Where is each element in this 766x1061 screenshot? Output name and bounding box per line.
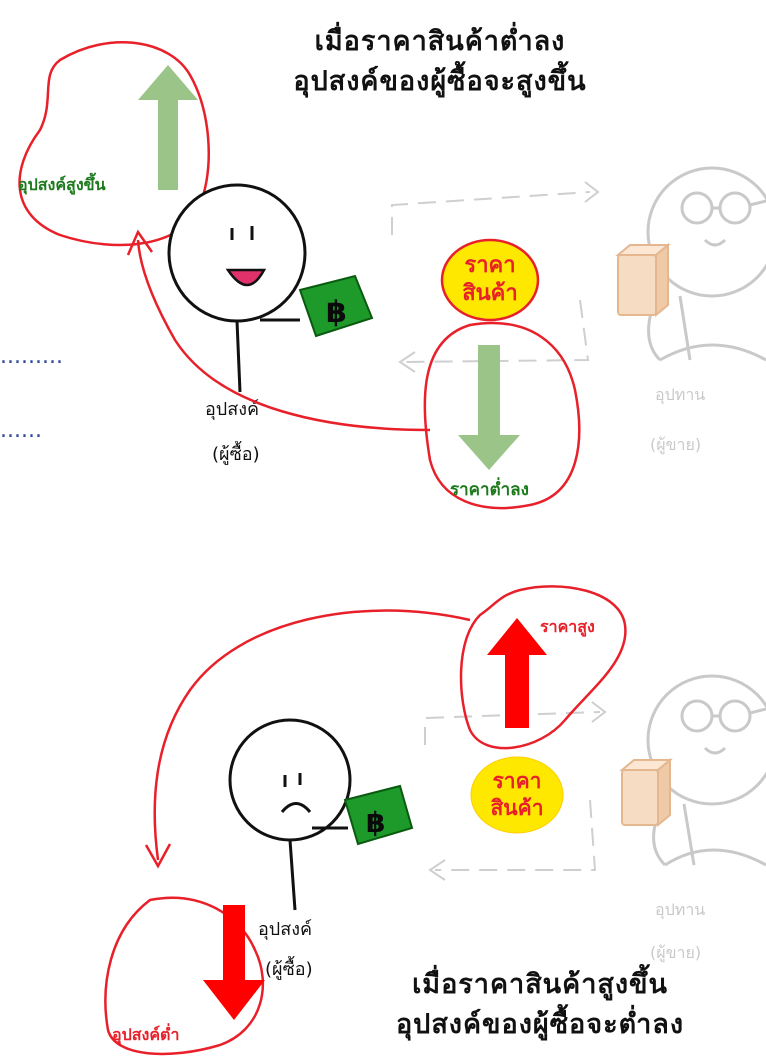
top-panel: ......... ...... อุปสงค์สูงขึ้น ฿ อุปสงค… [0, 41, 766, 510]
top-caption-line2: อุปสงค์ของผู้ซื้อจะสูงขึ้น [293, 66, 587, 97]
bottom-money-bill: ฿ [343, 784, 414, 846]
top-money-symbol: ฿ [326, 295, 347, 330]
top-seller-label-line2: (ผู้ขาย) [650, 435, 701, 455]
bottom-price-badge-line1: ราคา [493, 769, 542, 793]
bottom-seller-box [619, 757, 673, 828]
bottom-caption-line2: อุปสงค์ของผู้ซื้อจะต่ำลง [395, 1009, 685, 1040]
bottom-money-symbol: ฿ [366, 806, 385, 839]
bottom-price-change-label: ราคาสูง [540, 617, 595, 638]
top-price-badge-line1: ราคา [464, 253, 515, 278]
bottom-panel: ราคาสูง ราคา สินค้า ฿ อุปสงค์ (ผู้ซื้อ) … [104, 585, 766, 1056]
bottom-causal-arrow [153, 609, 471, 861]
top-demand-change-label: อุปสงค์สูงขึ้น [18, 172, 106, 196]
bottom-demand-change-label: อุปสงค์ต่ำ [112, 1023, 179, 1045]
top-buyer-figure [167, 183, 307, 393]
top-causal-arrow [136, 239, 431, 432]
bottom-buyer-figure [228, 718, 352, 911]
top-dots-line2: ...... [0, 418, 42, 443]
top-buyer-label-line1: อุปสงค์ [205, 399, 259, 420]
top-money-bill: ฿ [298, 274, 374, 338]
bottom-causal-arrowhead [144, 843, 172, 869]
top-demand-up-arrow [138, 65, 198, 190]
top-demand-bubble [18, 41, 210, 247]
top-price-bubble [423, 321, 581, 510]
bottom-price-badge: ราคา สินค้า [470, 756, 564, 834]
bottom-seller-label-line1: อุปทาน [655, 900, 705, 920]
top-price-down-arrow [458, 345, 520, 470]
bottom-seller-label-line2: (ผู้ขาย) [650, 943, 701, 963]
bottom-price-bubble [459, 585, 627, 750]
bottom-buyer-label-line1: อุปสงค์ [258, 919, 312, 940]
bottom-price-up-arrow [487, 618, 547, 728]
top-price-badge: ราคา สินค้า [440, 238, 540, 322]
bottom-dashed-loop [424, 701, 607, 881]
bottom-caption-line1: เมื่อราคาสินค้าสูงขึ้น [412, 969, 668, 1000]
top-price-change-label: ราคาต่ำลง [450, 477, 529, 500]
top-buyer-label-line2: (ผู้ซื้อ) [212, 441, 260, 465]
top-seller-box [615, 242, 671, 318]
bottom-caption: เมื่อราคาสินค้าสูงขึ้น อุปสงค์ของผู้ซื้อ… [330, 965, 750, 1045]
bottom-demand-down-arrow [203, 905, 265, 1020]
bottom-buyer-label-line2: (ผู้ซื้อ) [265, 956, 313, 980]
top-caption-line1: เมื่อราคาสินค้าต่ำลง [314, 26, 566, 57]
top-seller-label-line1: อุปทาน [655, 385, 705, 405]
top-causal-arrowhead [126, 229, 154, 256]
top-price-badge-line2: สินค้า [462, 281, 518, 306]
top-dots-line1: ......... [0, 344, 63, 369]
top-caption: เมื่อราคาสินค้าต่ำลง อุปสงค์ของผู้ซื้อจะ… [230, 22, 650, 102]
top-dashed-loop [391, 181, 600, 373]
bottom-price-badge-line2: สินค้า [490, 796, 543, 820]
